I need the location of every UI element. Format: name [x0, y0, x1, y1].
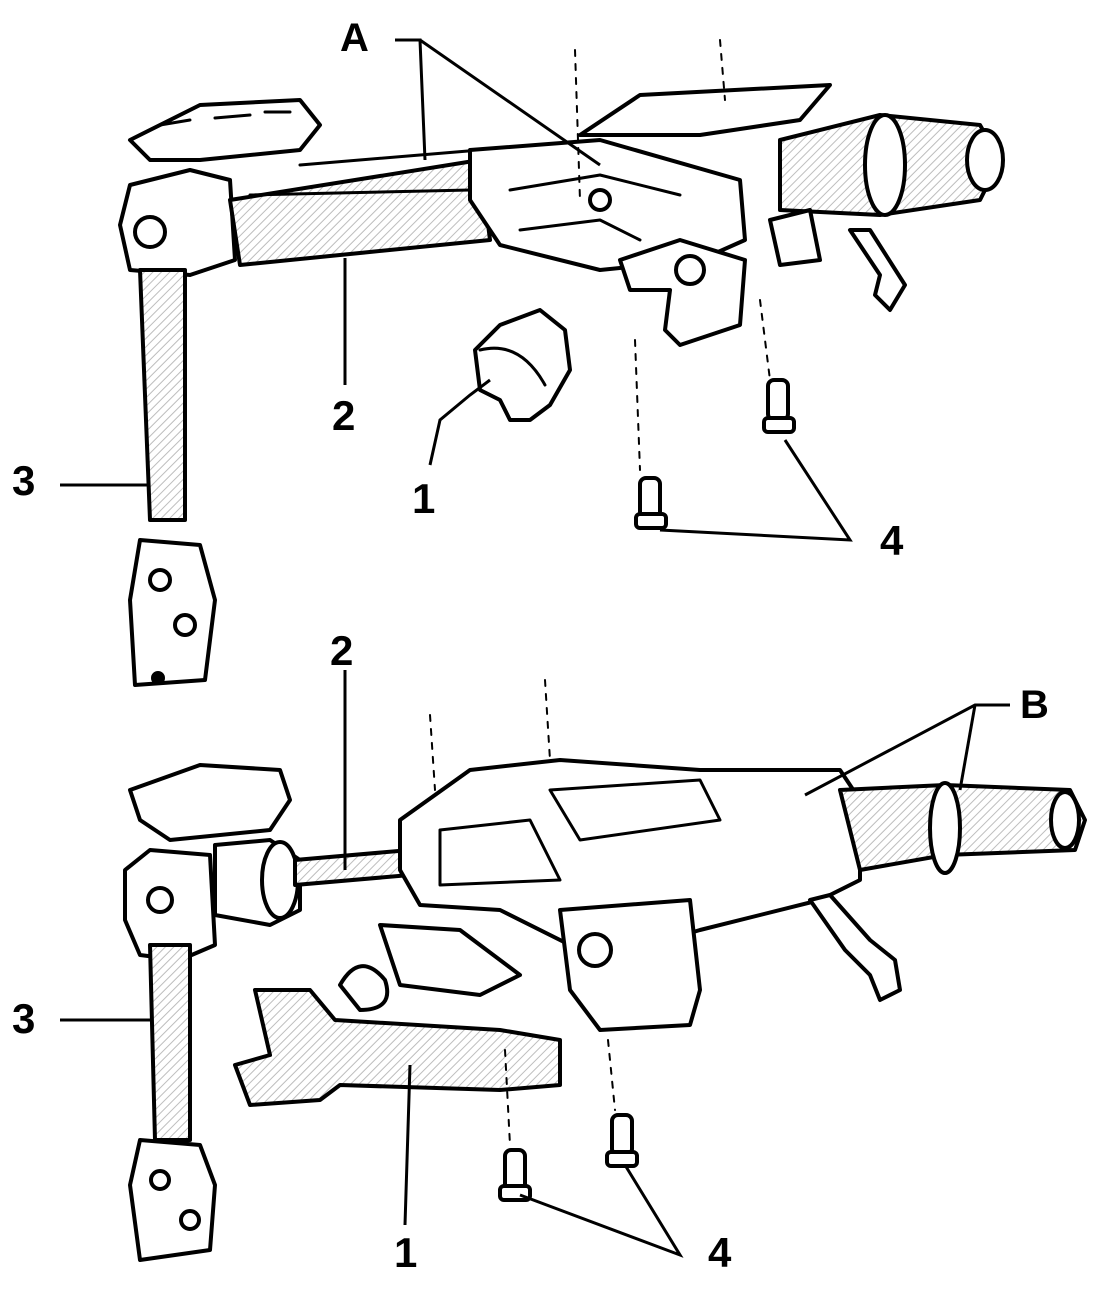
lower-bolt-right [605, 1113, 639, 1168]
lower-callout-4: 4 [708, 1229, 732, 1276]
lower-lower-joint [128, 1138, 217, 1262]
lower-support-plate [233, 988, 562, 1107]
lower-column-housing [398, 758, 862, 962]
lower-shaft-link [293, 848, 412, 887]
upper-column-tube [228, 158, 492, 267]
upper-lower-joint [128, 538, 217, 687]
lower-callout-3: 3 [12, 995, 36, 1042]
lower-left-bracket [128, 763, 292, 842]
upper-clip-part [473, 308, 572, 422]
lower-callout-2: 2 [330, 627, 354, 674]
lower-intermediate-shaft [148, 943, 192, 1142]
lower-leader-lines [60, 670, 1010, 1258]
lower-right-cylinder [838, 783, 1087, 872]
upper-leader-lines [60, 38, 853, 542]
upper-callout-4: 4 [880, 517, 904, 564]
lower-clamp-bracket [558, 898, 702, 1032]
lower-steering-column [123, 679, 1087, 1262]
lower-bolt-left [498, 1148, 532, 1202]
upper-steering-column [118, 39, 1005, 687]
upper-right-lever [848, 228, 907, 312]
upper-callout-3: 3 [12, 457, 36, 504]
upper-top-bracket [578, 83, 832, 137]
upper-callout-2: 2 [332, 392, 356, 439]
upper-intermediate-shaft [138, 268, 187, 522]
upper-clamp-lever [618, 238, 747, 347]
upper-callout-a: A [340, 16, 369, 60]
lower-callout-1: 1 [394, 1229, 418, 1276]
upper-bolt-left [634, 476, 668, 530]
upper-callout-1: 1 [412, 475, 436, 522]
lower-right-lever [808, 893, 902, 1002]
upper-bolt-right [762, 378, 796, 434]
upper-left-bracket [128, 98, 322, 162]
lower-callout-b: B [1020, 683, 1049, 727]
